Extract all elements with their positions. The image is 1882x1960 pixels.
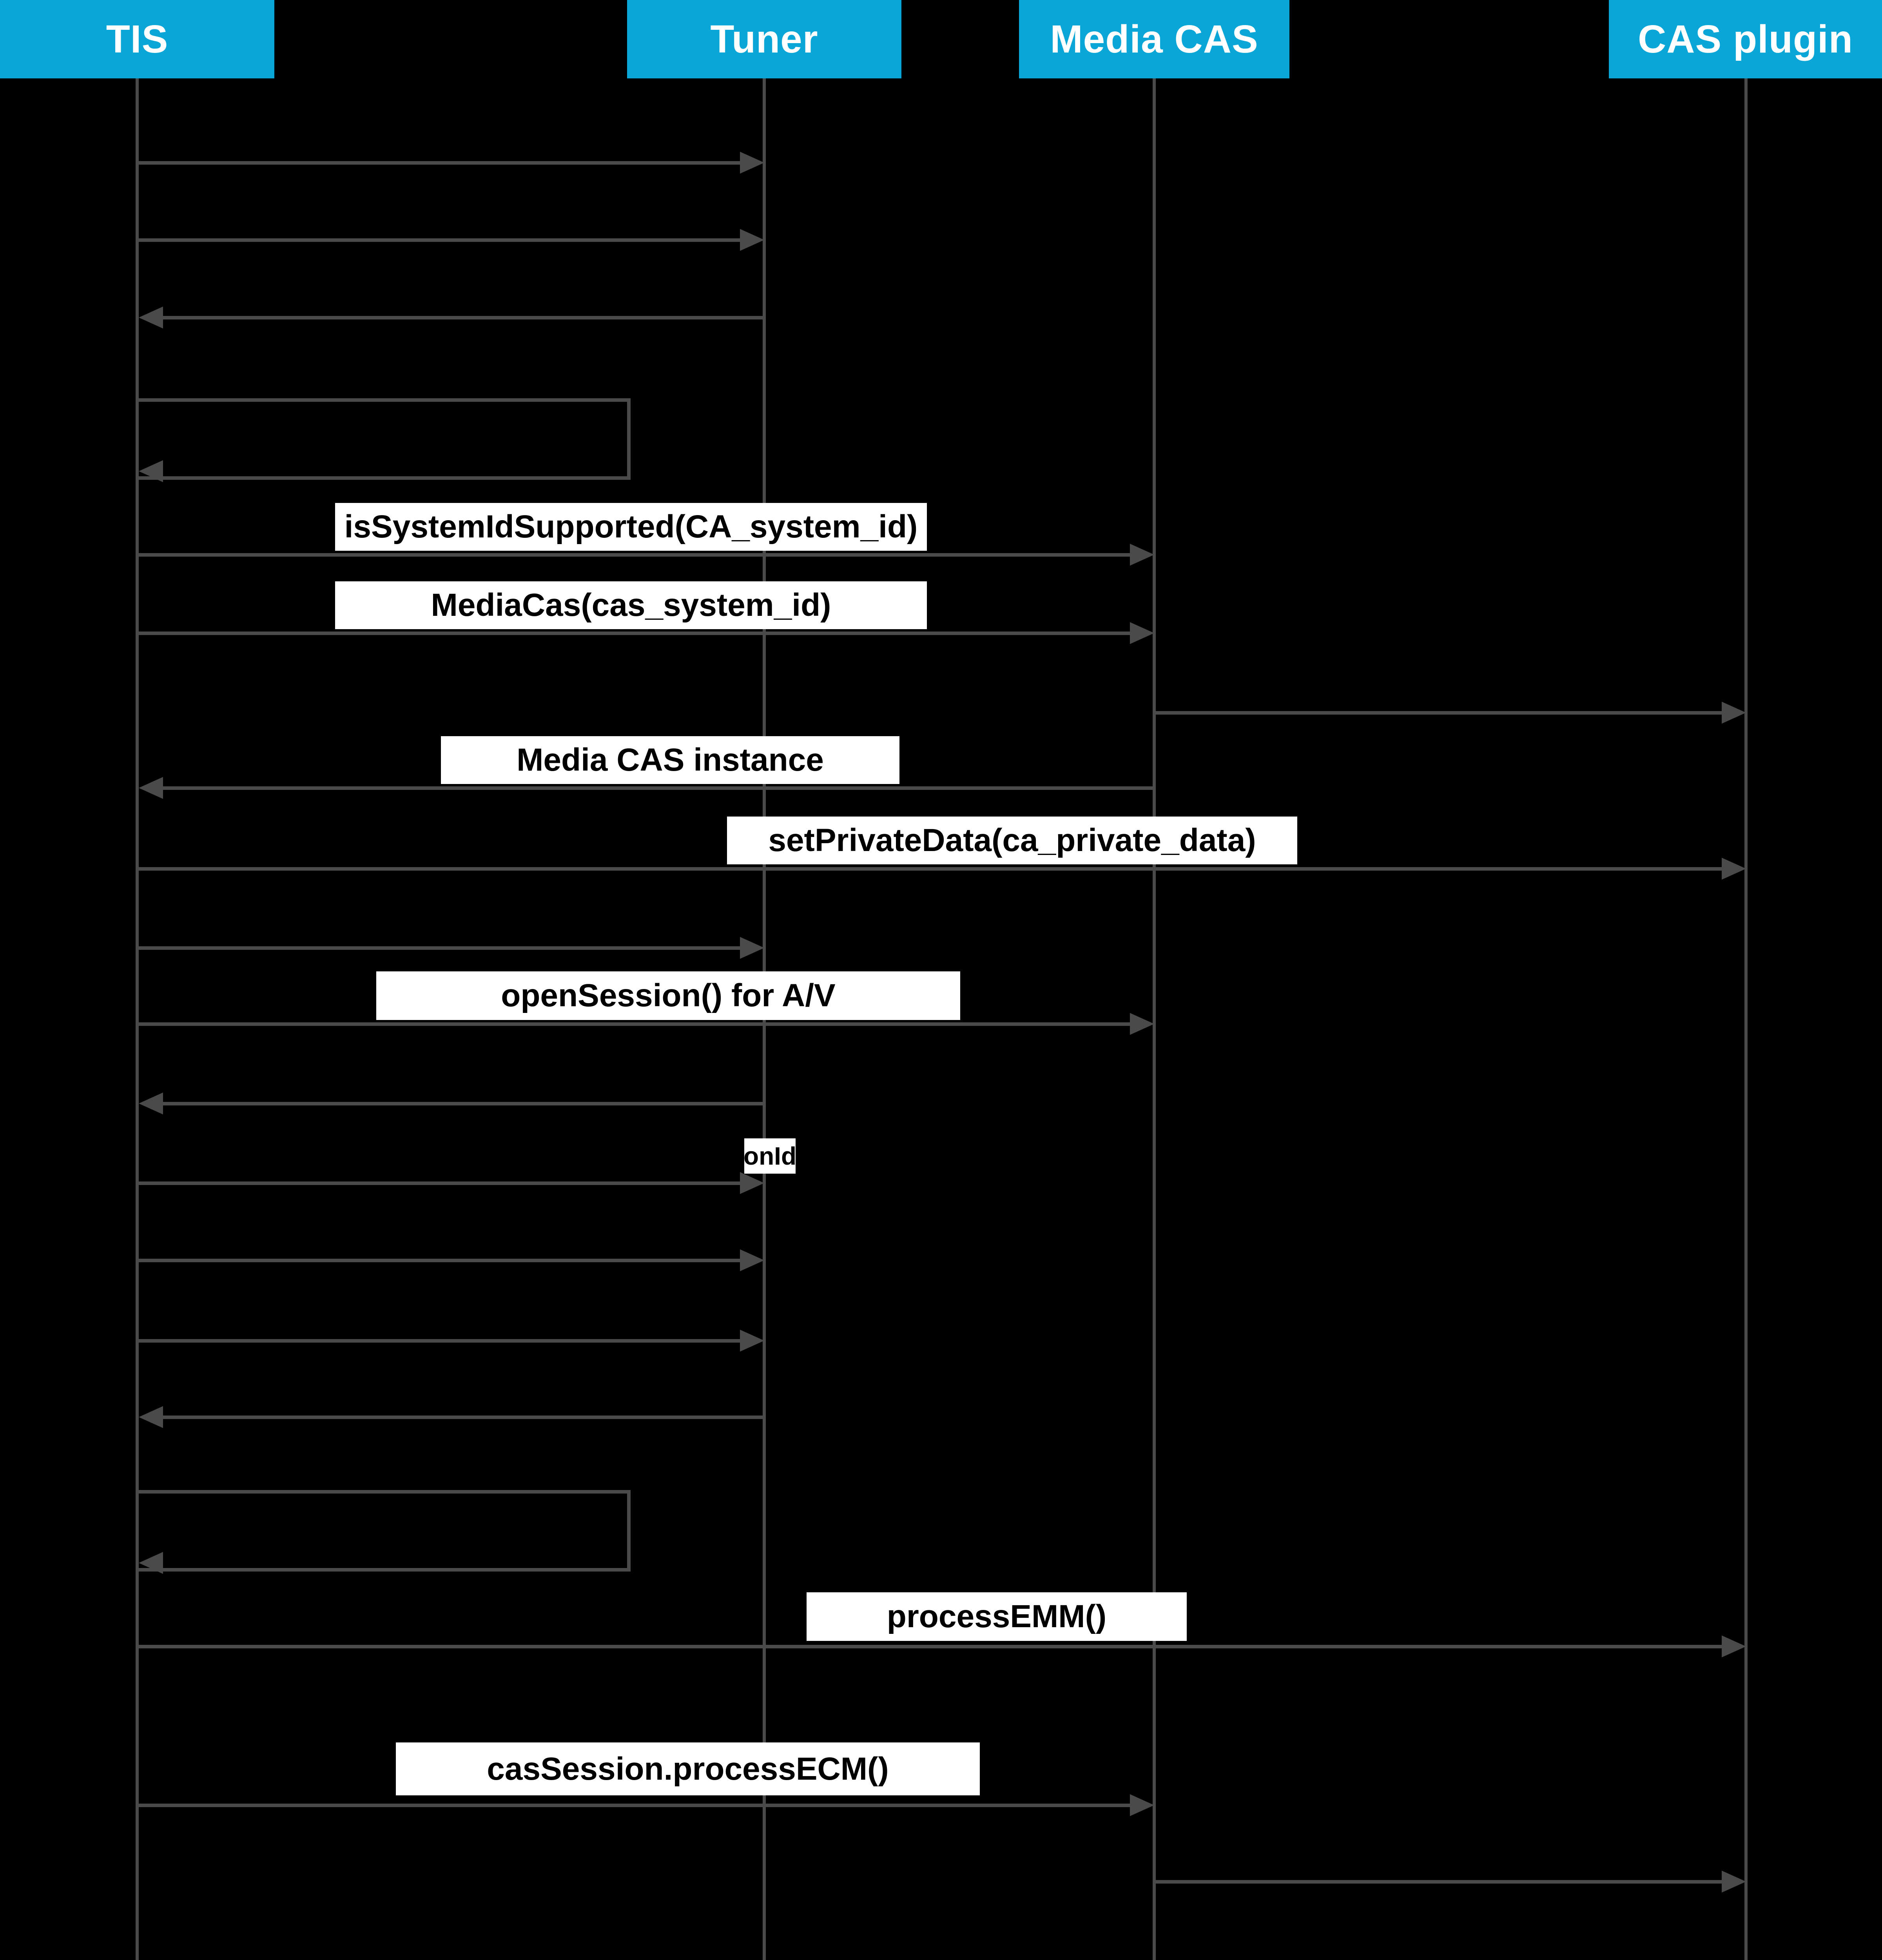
arrowhead-right-icon xyxy=(740,1249,764,1271)
message-label: casSession.processECM() xyxy=(396,1742,980,1795)
message-arrow-line xyxy=(1156,711,1724,715)
arrowhead-right-icon xyxy=(1722,858,1746,880)
message-arrow-line xyxy=(139,1804,1132,1807)
lifeline-tis xyxy=(136,78,139,1960)
arrowhead-right-icon xyxy=(1130,1794,1154,1816)
message-arrow-line xyxy=(161,786,1154,790)
message-label: isSystemIdSupported(CA_system_id) xyxy=(335,503,927,551)
message-arrow-line xyxy=(139,632,1132,635)
arrowhead-right-icon xyxy=(740,1172,764,1194)
arrowhead-right-icon xyxy=(1722,1635,1746,1657)
actor-header-cas-plugin-top: CAS plugin xyxy=(1609,0,1882,78)
arrowhead-right-icon xyxy=(740,1330,764,1352)
arrowhead-right-icon xyxy=(740,937,764,959)
arrowhead-right-icon xyxy=(1130,544,1154,566)
message-arrow-line xyxy=(161,1102,764,1105)
actor-header-tuner-top: Tuner xyxy=(627,0,901,78)
arrowhead-left-icon xyxy=(139,777,163,799)
message-arrow-line xyxy=(1156,1880,1724,1884)
message-arrow-line xyxy=(139,553,1132,557)
arrowhead-left-icon xyxy=(139,1406,163,1428)
message-arrow-line xyxy=(139,1181,742,1185)
lifeline-media-cas xyxy=(1153,78,1156,1960)
arrowhead-left-icon xyxy=(139,460,163,482)
message-label: processEMM() xyxy=(807,1592,1187,1641)
message-arrow-line xyxy=(161,1416,764,1419)
message-label: MediaCas(cas_system_id) xyxy=(335,581,927,629)
message-arrow-line xyxy=(139,1645,1724,1648)
message-label: setPrivateData(ca_private_data) xyxy=(727,817,1297,864)
message-arrow-line xyxy=(161,316,764,319)
message-arrow-line xyxy=(139,1022,1132,1026)
message-arrow-line xyxy=(139,161,742,165)
arrowhead-right-icon xyxy=(1722,1871,1746,1893)
arrowhead-left-icon xyxy=(139,307,163,328)
arrowhead-right-icon xyxy=(740,152,764,174)
actor-header-tis-top: TIS xyxy=(0,0,274,78)
message-label: onId xyxy=(744,1138,796,1174)
self-message-loop xyxy=(139,1490,631,1572)
message-arrow-line xyxy=(139,238,742,242)
self-message-loop xyxy=(139,398,631,480)
arrowhead-right-icon xyxy=(1722,702,1746,724)
arrowhead-left-icon xyxy=(139,1093,163,1114)
message-label: Media CAS instance xyxy=(441,736,899,784)
lifeline-cas-plugin xyxy=(1744,78,1748,1960)
arrowhead-right-icon xyxy=(1130,622,1154,644)
arrowhead-right-icon xyxy=(740,229,764,251)
message-arrow-line xyxy=(139,1339,742,1343)
message-arrow-line xyxy=(139,946,742,950)
message-arrow-line xyxy=(139,1259,742,1262)
arrowhead-right-icon xyxy=(1130,1013,1154,1035)
message-label: openSession() for A/V xyxy=(376,971,960,1020)
actor-header-media-cas-top: Media CAS xyxy=(1019,0,1289,78)
arrowhead-left-icon xyxy=(139,1552,163,1574)
message-arrow-line xyxy=(139,867,1724,871)
